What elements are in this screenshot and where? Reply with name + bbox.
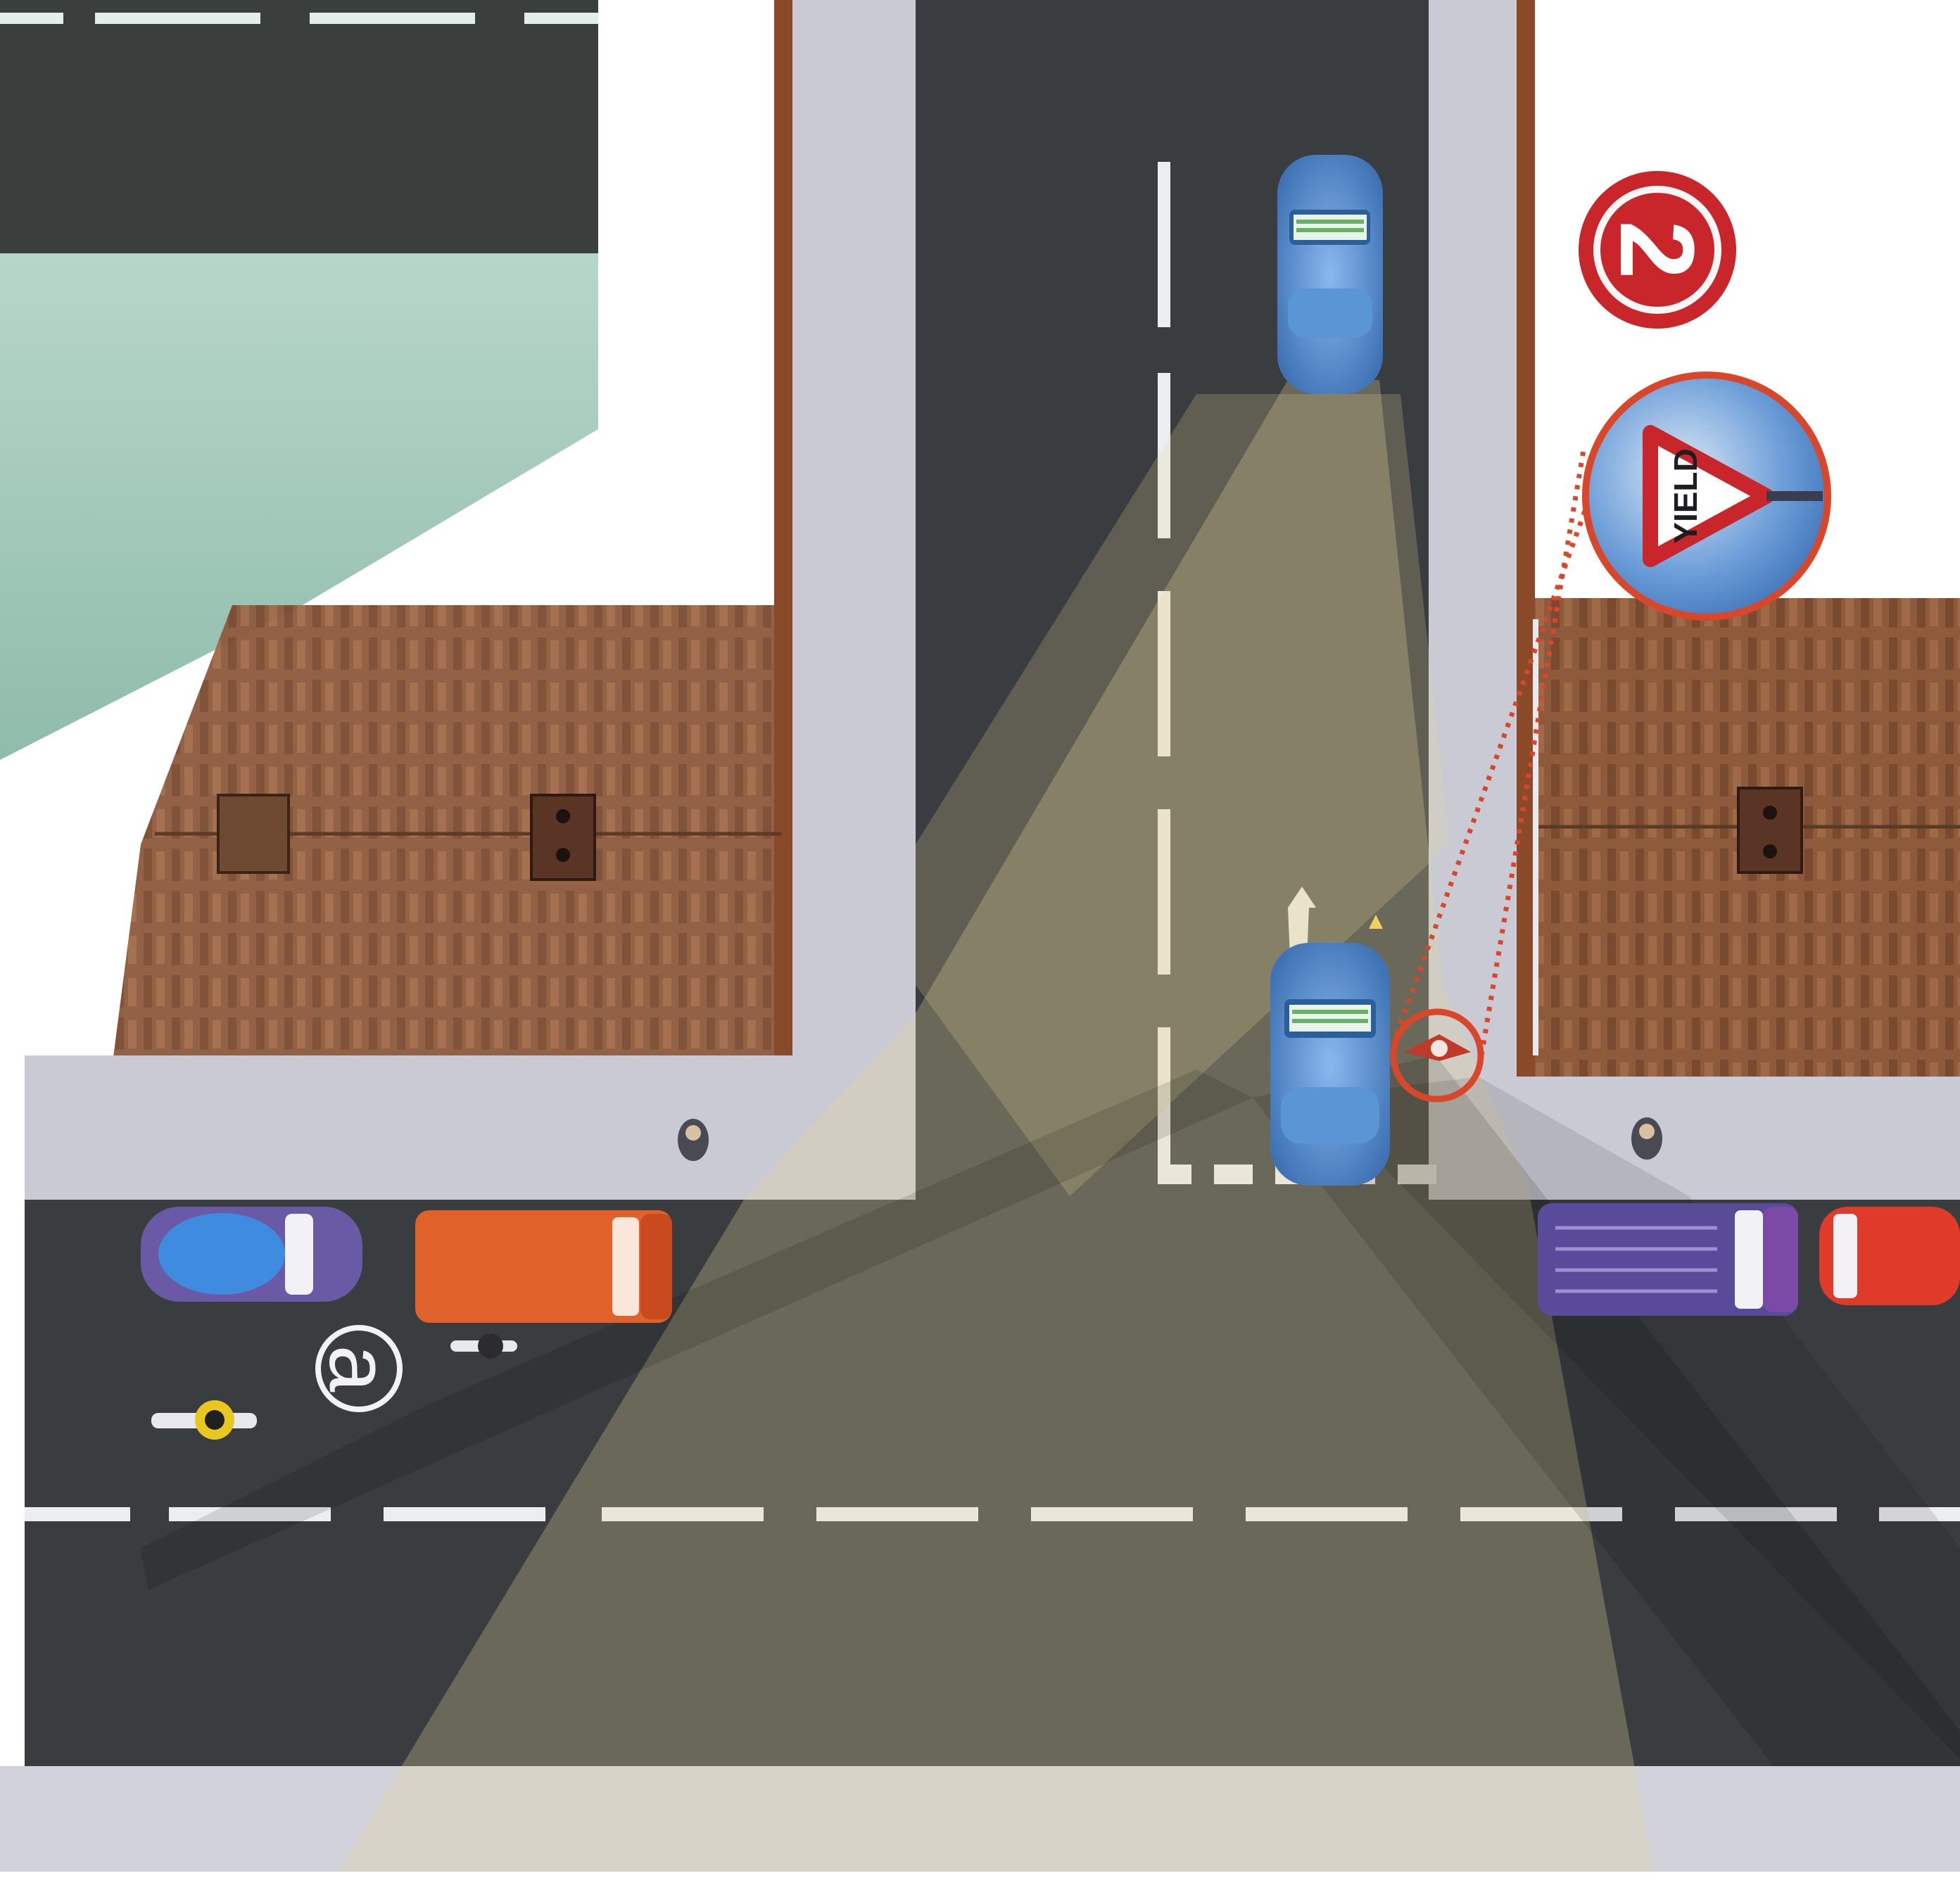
pedestrian-icon-right (1631, 1117, 1662, 1160)
yield-sign-text: YIELD (1667, 448, 1704, 543)
car-waiting (1270, 915, 1390, 1186)
curb-left (774, 0, 792, 1062)
step-number: 2 (1598, 220, 1716, 279)
parked-van-orange (415, 1210, 672, 1323)
car-approaching (1277, 155, 1383, 394)
parked-car-left (141, 1207, 362, 1302)
parked-car-red (1819, 1207, 1960, 1305)
curb-right (1517, 0, 1535, 1077)
yield-sign-callout: YIELD (1586, 375, 1828, 617)
marker-letter: a (312, 1345, 406, 1392)
pedestrian-icon (678, 1119, 709, 1161)
step-badge: 2 (1579, 171, 1736, 329)
sidewalk-vertical-left (792, 0, 916, 1070)
parked-van-purple (1538, 1203, 1798, 1316)
